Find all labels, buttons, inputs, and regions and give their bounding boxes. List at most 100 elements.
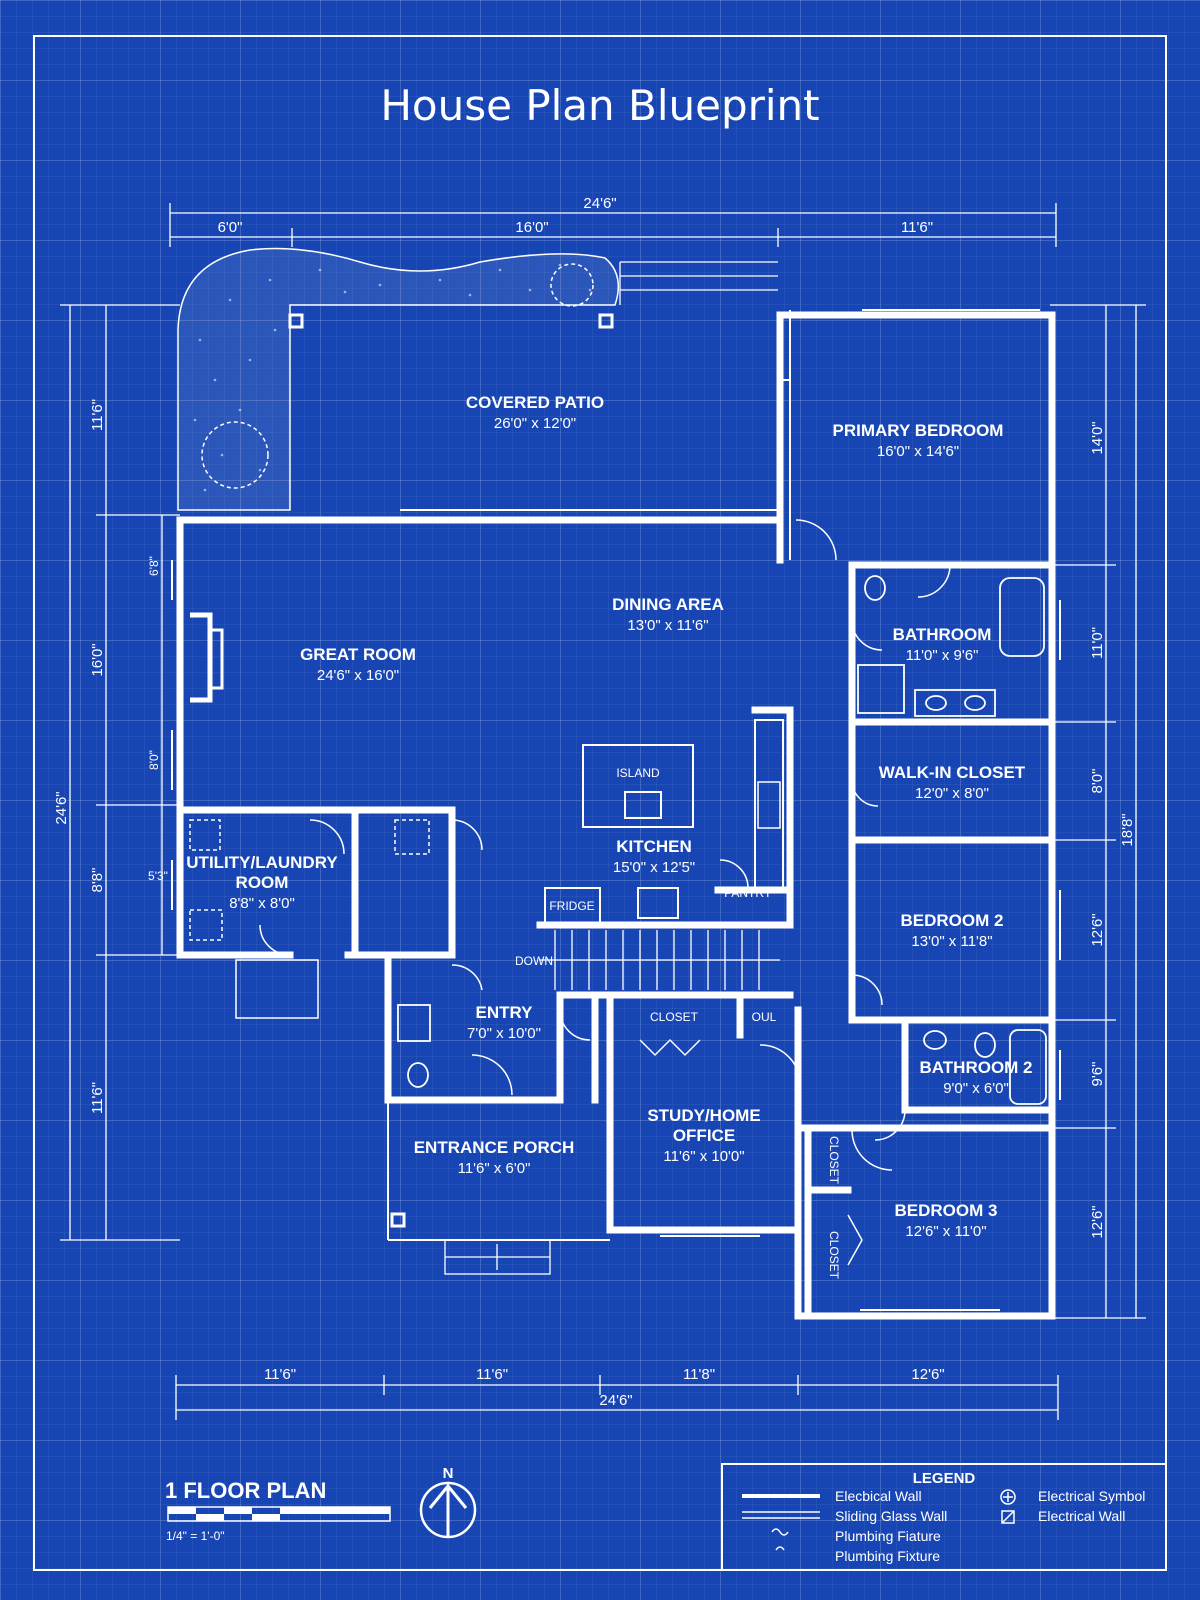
room-name-walk-in-closet: WALK-IN CLOSET	[879, 763, 1026, 782]
legend-item: Elecbical Wall	[835, 1488, 922, 1504]
fridge	[544, 887, 601, 925]
room-name-kitchen: KITCHEN	[616, 837, 692, 856]
scale-label: 1/4" = 1'-0"	[166, 1529, 225, 1543]
pantry-label: PANTRY	[724, 886, 772, 900]
cooktop	[757, 781, 781, 829]
dim-right-1: 14'0"	[1089, 421, 1106, 454]
dim-bottom-1: 11'6"	[264, 1366, 296, 1383]
dim-right-4: 12'6"	[1089, 913, 1106, 946]
dim-bottom-3: 11'8"	[683, 1366, 715, 1383]
stairs-down-label: DOWN	[515, 954, 553, 968]
room-name-bathroom: BATHROOM	[893, 625, 992, 644]
room-size-bedroom-3: 12'6" x 11'0"	[905, 1223, 986, 1240]
dim-right-3: 8'0"	[1089, 769, 1106, 794]
island-sink	[624, 791, 662, 819]
range	[637, 887, 679, 919]
closet-label: CLOSET	[650, 1010, 699, 1024]
dim-left-2: 16'0"	[89, 643, 106, 676]
room-size-primary-bedroom: 16'0" x 14'6"	[877, 443, 959, 460]
room-name-study-line-1: STUDY/HOME	[647, 1106, 760, 1125]
room-name-bedroom-3: BEDROOM 3	[895, 1201, 998, 1220]
kitchen-counter	[754, 719, 784, 891]
closet-label-vertical: CLOSET	[827, 1231, 841, 1280]
room-size-utility: 8'8" x 8'0"	[229, 895, 295, 912]
dim-left-window-2: 8'0"	[147, 750, 161, 770]
closet-bifold-door	[639, 1038, 701, 1057]
dryer	[189, 909, 223, 941]
dim-left-window-3: 5'3"	[148, 869, 168, 883]
dim-top-total: 24'6"	[583, 195, 616, 212]
room-size-bathroom-2: 9'0" x 6'0"	[943, 1080, 1009, 1097]
room-name-entrance-porch: ENTRANCE PORCH	[414, 1138, 575, 1157]
door-swings	[259, 519, 951, 1171]
room-name-dining-area: DINING AREA	[612, 595, 724, 614]
floor-plan-title: 1 FLOOR PLAN	[165, 1478, 326, 1503]
porch-post	[390, 1212, 406, 1228]
dim-right-2: 11'0"	[1089, 627, 1106, 659]
dim-left-total: 24'6"	[53, 791, 70, 824]
dim-top-1: 6'0"	[218, 219, 243, 236]
dim-bottom-4: 12'6"	[911, 1366, 944, 1383]
room-size-entrance-porch: 11'6" x 6'0"	[458, 1160, 531, 1177]
dim-bottom-2: 11'6"	[476, 1366, 508, 1383]
storage-box	[394, 819, 430, 855]
dim-right-6: 12'6"	[1089, 1205, 1106, 1238]
utility-stoop	[235, 959, 319, 1019]
dim-top-3: 11'6"	[901, 219, 933, 236]
legend-item: Sliding Glass Wall	[835, 1508, 947, 1524]
patio-paving-texture	[193, 263, 592, 492]
room-name-study-line-2: OFFICE	[673, 1126, 735, 1145]
north-label: N	[443, 1465, 454, 1482]
room-size-entry: 7'0" x 10'0"	[467, 1025, 541, 1042]
patio-post	[288, 313, 304, 329]
room-name-covered-patio: COVERED PATIO	[466, 393, 604, 412]
legend-item: Electrical Wall	[1038, 1508, 1125, 1524]
legend-symbols	[742, 1489, 1016, 1551]
room-name-bathroom-2: BATHROOM 2	[919, 1058, 1032, 1077]
legend-item: Plumbing Fixture	[835, 1548, 940, 1564]
porch-steps	[444, 1239, 551, 1275]
dim-top-2: 16'0"	[515, 219, 548, 236]
dim-left-3: 8'8"	[89, 868, 106, 893]
closet-bifold-door	[847, 1214, 863, 1266]
room-name-utility-line-2: ROOM	[236, 873, 289, 892]
fridge-label: FRIDGE	[549, 899, 594, 913]
fireplace-hearth	[210, 628, 224, 690]
room-size-dining-area: 13'0" x 11'6"	[627, 617, 708, 634]
room-name-entry: ENTRY	[476, 1003, 534, 1022]
page-title: House Plan Blueprint	[380, 81, 819, 130]
patio-paving	[177, 247, 620, 511]
room-size-covered-patio: 26'0" x 12'0"	[494, 415, 576, 432]
room-name-bedroom-2: BEDROOM 2	[901, 911, 1004, 930]
legend-item: Electrical Symbol	[1038, 1488, 1145, 1504]
dim-left-4: 11'6"	[89, 1082, 106, 1114]
room-size-kitchen: 15'0" x 12'5"	[613, 859, 695, 876]
thin-walls	[171, 309, 1061, 1311]
north-arrow-icon	[419, 1481, 477, 1539]
room-size-study: 11'6" x 10'0"	[663, 1148, 744, 1165]
shrub-symbol	[550, 263, 594, 307]
legend-title: LEGEND	[913, 1470, 976, 1487]
bath-fixtures	[397, 575, 1047, 1105]
room-name-utility-line-1: UTILITY/LAUNDRY	[186, 853, 338, 872]
dim-bottom-total: 24'6"	[599, 1392, 632, 1409]
scale-bar	[167, 1506, 391, 1522]
oul-label: OUL	[752, 1010, 777, 1024]
sheet-border	[33, 35, 1167, 1571]
washer	[189, 819, 221, 851]
dimension-lines	[60, 203, 1146, 1420]
room-name-great-room: GREAT ROOM	[300, 645, 416, 664]
room-name-primary-bedroom: PRIMARY BEDROOM	[833, 421, 1004, 440]
island-label: ISLAND	[616, 766, 660, 780]
walls	[176, 311, 1056, 1320]
room-size-great-room: 24'6" x 16'0"	[317, 667, 399, 684]
tree-symbol	[201, 421, 269, 489]
kitchen-island	[582, 744, 694, 828]
room-size-bathroom: 11'0" x 9'6"	[906, 647, 979, 664]
legend-item: Plumbing Fiature	[835, 1528, 941, 1544]
room-size-bedroom-2: 13'0" x 11'8"	[911, 933, 992, 950]
stairs	[540, 930, 780, 990]
fireplace	[190, 612, 213, 703]
legend-box	[721, 1463, 1167, 1571]
